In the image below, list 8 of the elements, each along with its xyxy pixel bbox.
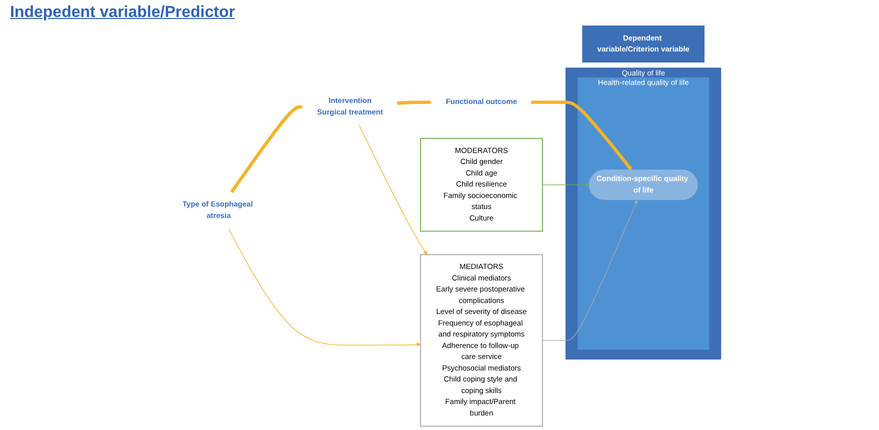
arrow	[358, 124, 428, 255]
arrow	[542, 182, 590, 188]
heading-text: Indepedent variable/Predictor	[10, 4, 235, 21]
arrow	[397, 100, 432, 105]
arrow	[542, 200, 638, 341]
arrow	[228, 228, 421, 347]
arrow	[531, 100, 632, 170]
arrow	[230, 104, 304, 194]
